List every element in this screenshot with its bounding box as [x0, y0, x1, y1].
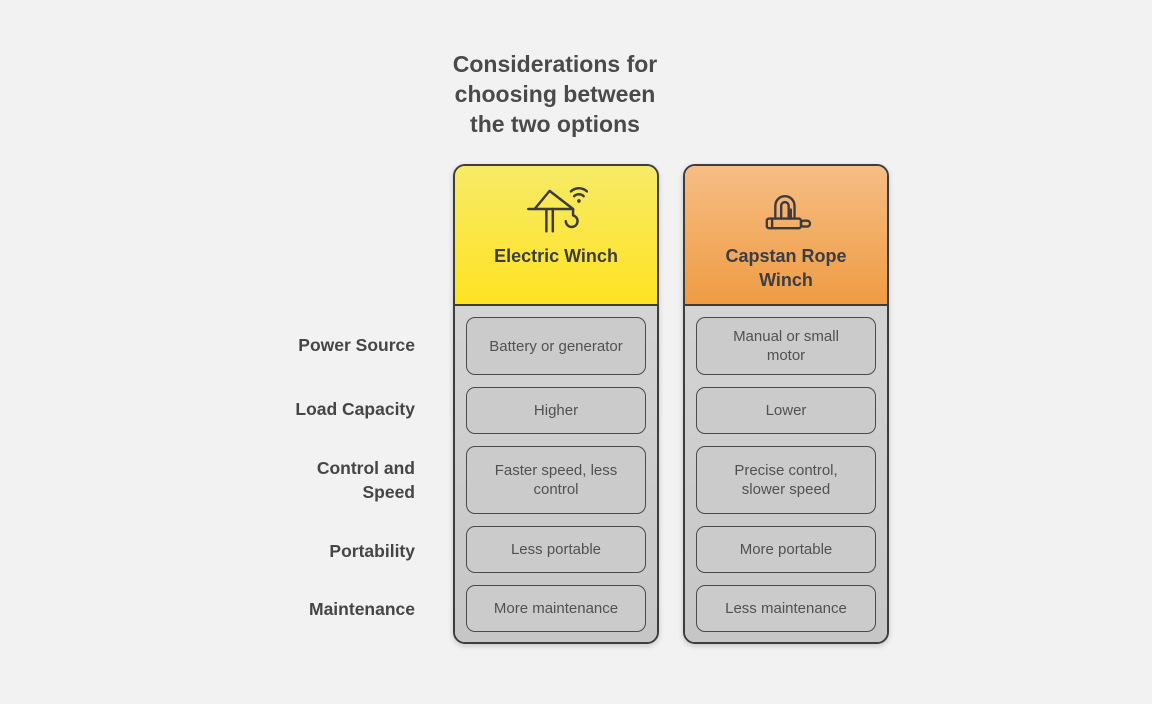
cell-capstan-load-capacity: Lower — [696, 387, 876, 434]
page-title: Considerations for choosing between the … — [452, 51, 658, 137]
row-label-control-and-speed: Control and Speed — [316, 458, 415, 502]
row-label-maintenance: Maintenance — [309, 599, 415, 619]
cell-electric-control-and-speed: Faster speed, less control — [466, 446, 646, 514]
capstan-rope-winch-body: Manual or small motor Lower Precise cont… — [685, 306, 887, 642]
cell-electric-load-capacity: Higher — [466, 387, 646, 434]
crane-remote-control-icon — [524, 181, 588, 237]
row-label-power-source: Power Source — [298, 335, 415, 355]
cell-electric-maintenance: More maintenance — [466, 585, 646, 632]
row-label-load-capacity: Load Capacity — [295, 399, 415, 419]
cell-electric-power-source: Battery or generator — [466, 317, 646, 375]
capstan-rope-winch-header: Capstan Rope Winch — [685, 166, 887, 306]
capstan-rope-winch-title: Capstan Rope Winch — [725, 246, 847, 290]
cell-electric-portability: Less portable — [466, 526, 646, 573]
cell-capstan-control-and-speed: Precise control, slower speed — [696, 446, 876, 514]
electric-winch-header: Electric Winch — [455, 166, 657, 306]
electric-winch-title: Electric Winch — [494, 246, 618, 266]
row-label-portability: Portability — [329, 541, 415, 561]
cell-capstan-power-source: Manual or small motor — [696, 317, 876, 375]
electric-winch-body: Battery or generator Higher Faster speed… — [455, 306, 657, 642]
cell-capstan-portability: More portable — [696, 526, 876, 573]
shackle-icon — [754, 181, 818, 237]
column-electric-winch: Electric Winch Battery or generator High… — [453, 164, 659, 644]
cell-capstan-maintenance: Less maintenance — [696, 585, 876, 632]
column-capstan-rope-winch: Capstan Rope Winch Manual or small motor… — [683, 164, 889, 644]
